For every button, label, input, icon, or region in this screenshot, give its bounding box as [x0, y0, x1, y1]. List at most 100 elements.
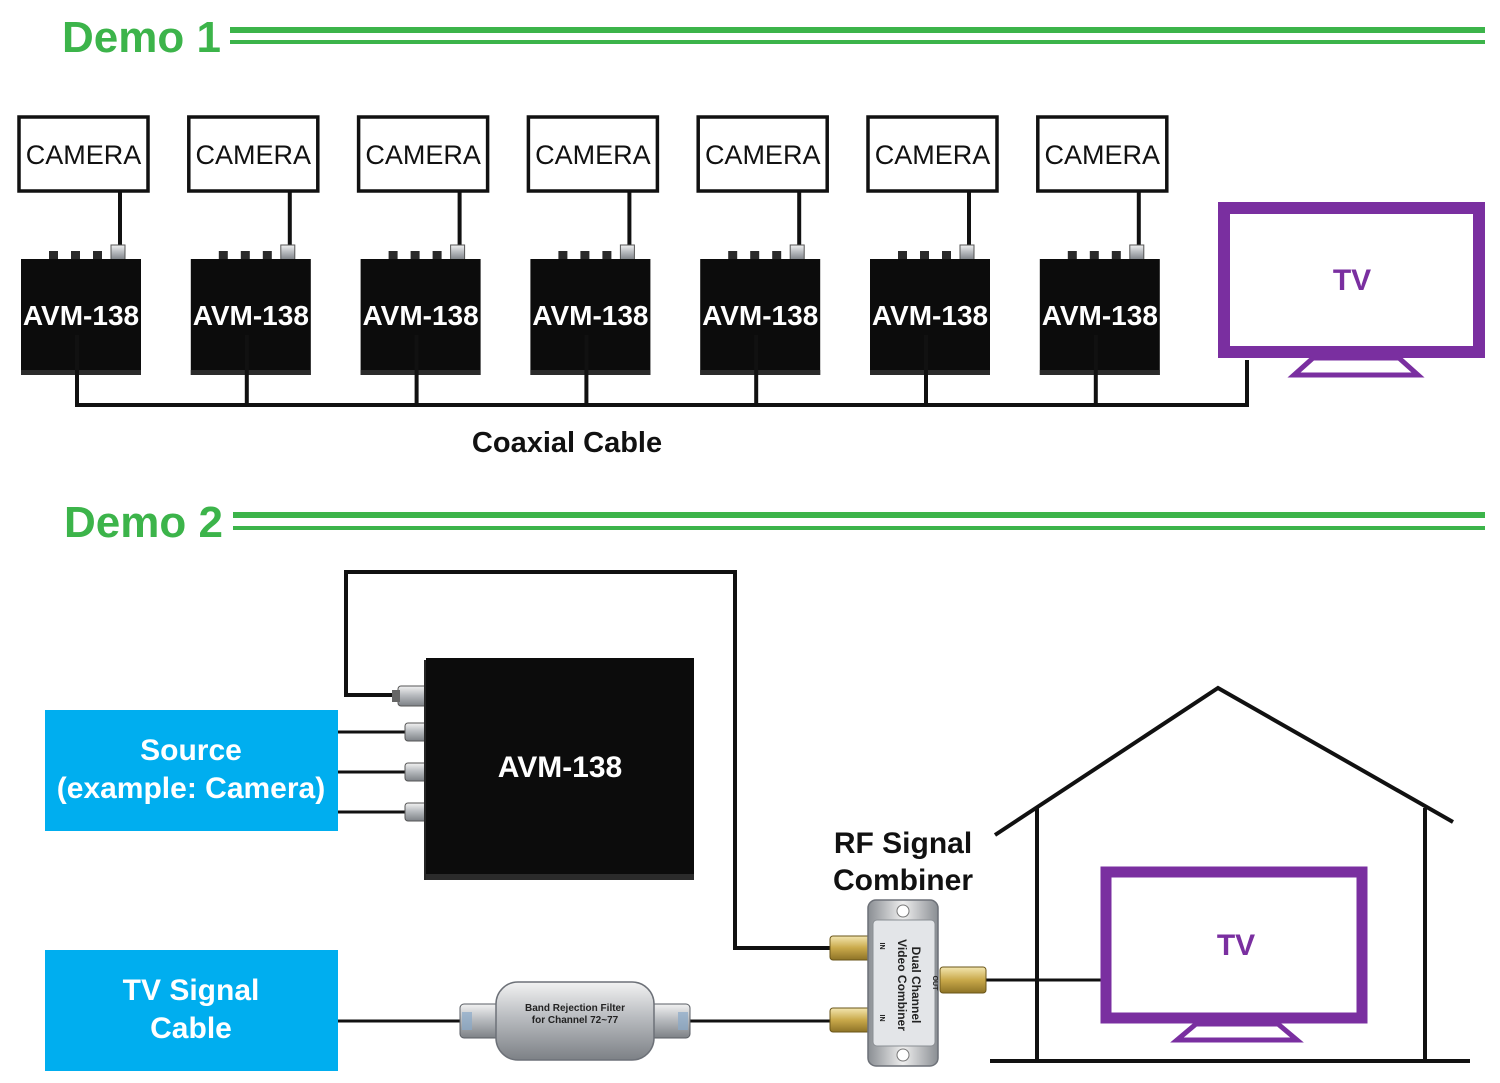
- camera-box: [866, 115, 999, 193]
- modulator-box: [190, 259, 311, 375]
- modulator-label: AVM-138: [532, 300, 648, 331]
- combiner-body: [872, 919, 936, 1047]
- demo2-source-rect: [45, 710, 338, 831]
- av-jack: [262, 251, 272, 260]
- demo2-source-label-1: Source: [140, 734, 242, 767]
- combiner-port-in-1: IN: [878, 943, 885, 950]
- modulator-box: [360, 259, 481, 375]
- camera-box: [1036, 115, 1169, 193]
- demo2-tv: TV: [1100, 866, 1368, 1043]
- av-jack: [898, 251, 907, 260]
- combiner-port-in-2: IN: [878, 1015, 885, 1022]
- demo1-coax-bus: [75, 335, 1249, 407]
- demo2-av-connector-3: [404, 802, 428, 822]
- filter-label-1: Band Rejection Filter: [525, 1003, 625, 1014]
- modulator-base: [360, 370, 481, 375]
- house-roof: [993, 685, 1454, 837]
- combiner-port-out: OUT: [931, 976, 938, 992]
- rf-jack: [280, 244, 296, 261]
- av-jack: [602, 251, 612, 260]
- demo1-title-rule-top: [230, 27, 1485, 33]
- demo1-section: Demo 1 CAMERAAVM-138CAMERAAVM-138CAMERAA…: [17, 13, 1485, 459]
- modulator-label: AVM-138: [872, 300, 988, 331]
- camera-box: [696, 115, 829, 193]
- camera-label: CAMERA: [535, 140, 651, 170]
- camera-label: CAMERA: [705, 140, 821, 170]
- av-jack: [728, 251, 738, 260]
- combiner-caption-2: Combiner: [833, 864, 973, 897]
- demo2-modulator: AVM-138: [392, 658, 694, 880]
- demo1-unit: CAMERA AVM-138: [1036, 115, 1169, 405]
- demo2-tv-signal-rect: [45, 950, 338, 1071]
- camera-box: [356, 115, 490, 193]
- modulator-box: [530, 259, 651, 375]
- demo2-section: Demo 2 Source (example: Camera) TV Signa…: [45, 498, 1485, 1071]
- filter-label-2: for Channel 72~77: [532, 1015, 619, 1026]
- modulator-label: AVM-138: [363, 300, 479, 331]
- av-jack: [410, 251, 420, 260]
- camera-label: CAMERA: [875, 140, 991, 170]
- camera-label: CAMERA: [365, 140, 481, 170]
- modulator-box: [870, 259, 990, 375]
- rf-signal-combiner: Dual Channel Video Combiner IN IN OUT: [829, 899, 987, 1067]
- av-jack: [1089, 251, 1099, 260]
- demo1-unit: CAMERA AVM-138: [696, 115, 829, 405]
- demo1-tv: TV: [1218, 202, 1485, 378]
- rf-jack: [619, 244, 635, 261]
- rf-jack: [450, 244, 466, 261]
- av-jack: [942, 251, 951, 260]
- demo1-unit: CAMERA AVM-138: [866, 115, 999, 405]
- demo1-title: Demo 1: [62, 13, 221, 62]
- av-jack: [93, 251, 102, 260]
- modulator-label: AVM-138: [702, 300, 818, 331]
- av-jack: [49, 251, 58, 260]
- demo2-title-rule-top: [233, 512, 1485, 518]
- modulator-label: AVM-138: [193, 300, 309, 331]
- camera-label: CAMERA: [1045, 140, 1161, 170]
- demo2-tv-signal-label-2: Cable: [150, 1012, 232, 1045]
- av-jack: [772, 251, 782, 260]
- combiner-body-label-1: Dual Channel: [909, 947, 923, 1024]
- rf-jack: [110, 244, 126, 261]
- demo2-modulator-body: [426, 658, 694, 880]
- demo2-source-label-2: (example: Camera): [57, 772, 325, 805]
- demo2-tv-screen: [1100, 866, 1368, 1024]
- av-jack: [71, 251, 80, 260]
- demo2-tv-signal-label-1: TV Signal: [123, 974, 260, 1007]
- modulator-base: [700, 370, 821, 375]
- av-jack: [388, 251, 398, 260]
- house-icon: [990, 685, 1470, 1063]
- av-jack: [240, 251, 250, 260]
- modulator-box: [21, 259, 141, 375]
- modulator-base: [21, 370, 141, 375]
- demo2-title-rule-bottom: [233, 526, 1485, 530]
- demo2-tv-signal-box: TV Signal Cable: [45, 950, 338, 1071]
- camera-box: [187, 115, 320, 193]
- demo2-rf-connector: [392, 685, 429, 707]
- demo2-tv-label: TV: [1217, 929, 1255, 962]
- av-jack: [218, 251, 228, 260]
- demo2-modulator-label: AVM-138: [498, 751, 622, 784]
- demo2-tv-stand: [1170, 1021, 1304, 1043]
- demo1-title-rule-bottom: [230, 40, 1485, 44]
- demo1-unit: CAMERA AVM-138: [526, 115, 660, 405]
- modulator-base: [1039, 370, 1160, 375]
- demo2-rf-out-cable: [344, 570, 836, 950]
- demo1-tv-stand: [1287, 355, 1425, 378]
- demo1-unit: CAMERA AVM-138: [356, 115, 490, 405]
- rf-jack: [959, 244, 975, 261]
- demo1-units: CAMERA AVM-138 CAMERA AVM-138 CAMERA AVM-138 C…: [17, 115, 1169, 405]
- combiner-caption-1: RF Signal: [834, 827, 972, 860]
- camera-box: [17, 115, 150, 193]
- modulator-base: [190, 370, 311, 375]
- modulator-box: [1039, 259, 1160, 375]
- rf-jack: [789, 244, 805, 261]
- av-jack: [750, 251, 760, 260]
- demo1-cable-label: Coaxial Cable: [472, 427, 662, 459]
- modulator-base: [530, 370, 651, 375]
- av-jack: [432, 251, 442, 260]
- modulator-label: AVM-138: [1042, 300, 1158, 331]
- av-jack: [558, 251, 568, 260]
